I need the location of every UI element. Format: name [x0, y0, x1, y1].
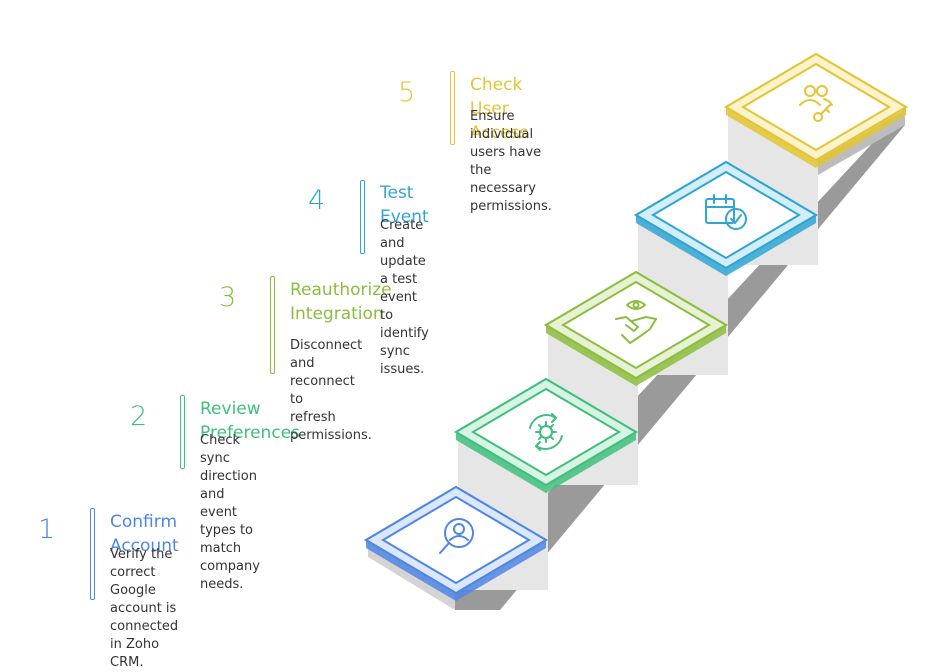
step-accent-bar [270, 276, 275, 374]
step-number: 2 [130, 401, 148, 432]
gear-sync-icon [529, 413, 563, 451]
step-title: Test Event [380, 183, 429, 227]
step-title: Check User Access [470, 75, 529, 143]
step-title: Review Preferences [200, 399, 300, 443]
platform-inner-5 [741, 62, 891, 152]
search-user-icon [439, 518, 474, 554]
step-description: Verify the correct Google account is con… [110, 547, 179, 670]
step-number: 4 [308, 185, 326, 216]
step-description: Create and update a test event to identi… [380, 218, 429, 377]
platform-inner-2 [471, 387, 621, 477]
step-accent-bar [450, 71, 455, 145]
users-key-icon [799, 85, 833, 122]
step-number: 1 [38, 514, 56, 545]
step-description: Ensure individual users have the necessa… [470, 109, 552, 214]
step-description: Check sync direction and event types to … [200, 433, 260, 592]
step-accent-bar [360, 180, 365, 254]
step-title: Confirm Account [110, 512, 179, 556]
calendar-check-icon [705, 194, 747, 230]
step-description: Disconnect and reconnect to refresh perm… [290, 338, 372, 443]
step-title: Reauthorize Integration [290, 280, 392, 324]
step-number: 5 [398, 77, 416, 108]
platform-inner-1 [381, 495, 531, 585]
step-accent-bar [90, 508, 95, 600]
handshake-eye-icon [615, 300, 657, 344]
step-number: 3 [219, 282, 237, 313]
step-accent-bar [180, 395, 185, 469]
